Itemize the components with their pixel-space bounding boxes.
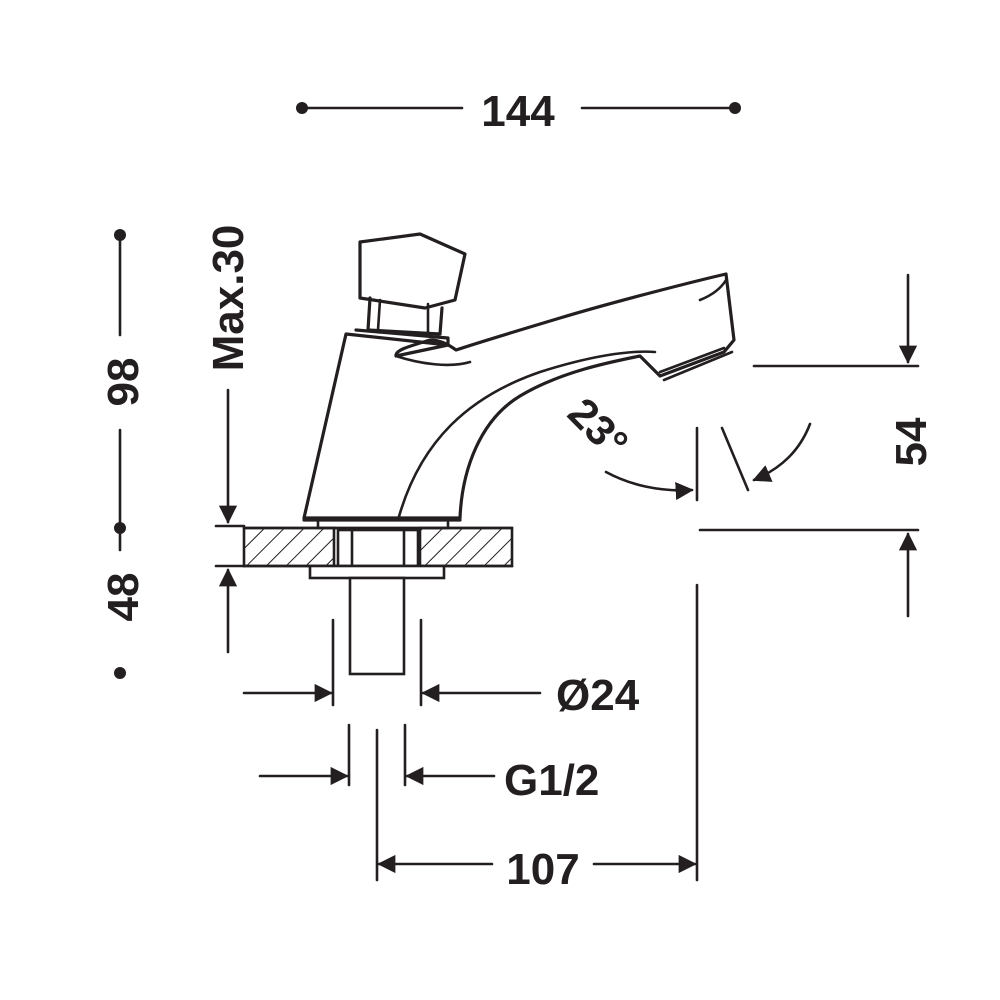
dimension-overall-width: 144	[296, 87, 741, 136]
dimension-label-23deg: 23°	[559, 389, 637, 467]
dimension-spout-angle: 23°	[559, 389, 812, 502]
neck-ring	[354, 328, 450, 347]
dimension-body-diameter: Ø24	[242, 618, 640, 720]
dimension-label-98: 98	[99, 358, 148, 407]
dimension-label-d24: Ø24	[556, 671, 640, 720]
dimension-thread: G1/2	[258, 723, 599, 805]
dimension-label-g12: G1/2	[504, 756, 599, 805]
dimension-left-heights: 98 48	[99, 229, 148, 679]
dimension-end-dot	[114, 667, 126, 679]
mounting-shank	[308, 528, 446, 676]
dimension-reach: 107	[375, 583, 699, 894]
dimension-end-dot	[729, 102, 741, 114]
dimension-label-144: 144	[481, 87, 555, 136]
dimension-label-max30: Max.30	[204, 225, 253, 372]
push-button-stem	[366, 296, 444, 336]
dimension-label-107: 107	[506, 845, 579, 894]
faucet-body	[302, 232, 736, 530]
dimension-label-48: 48	[99, 573, 148, 622]
faucet-spout-outline	[302, 272, 736, 520]
dimension-label-54: 54	[887, 417, 936, 466]
dimension-spout-height: 54	[698, 273, 936, 618]
dimension-max-deck-thickness: Max.30	[204, 225, 253, 654]
push-button-cap	[358, 232, 467, 310]
